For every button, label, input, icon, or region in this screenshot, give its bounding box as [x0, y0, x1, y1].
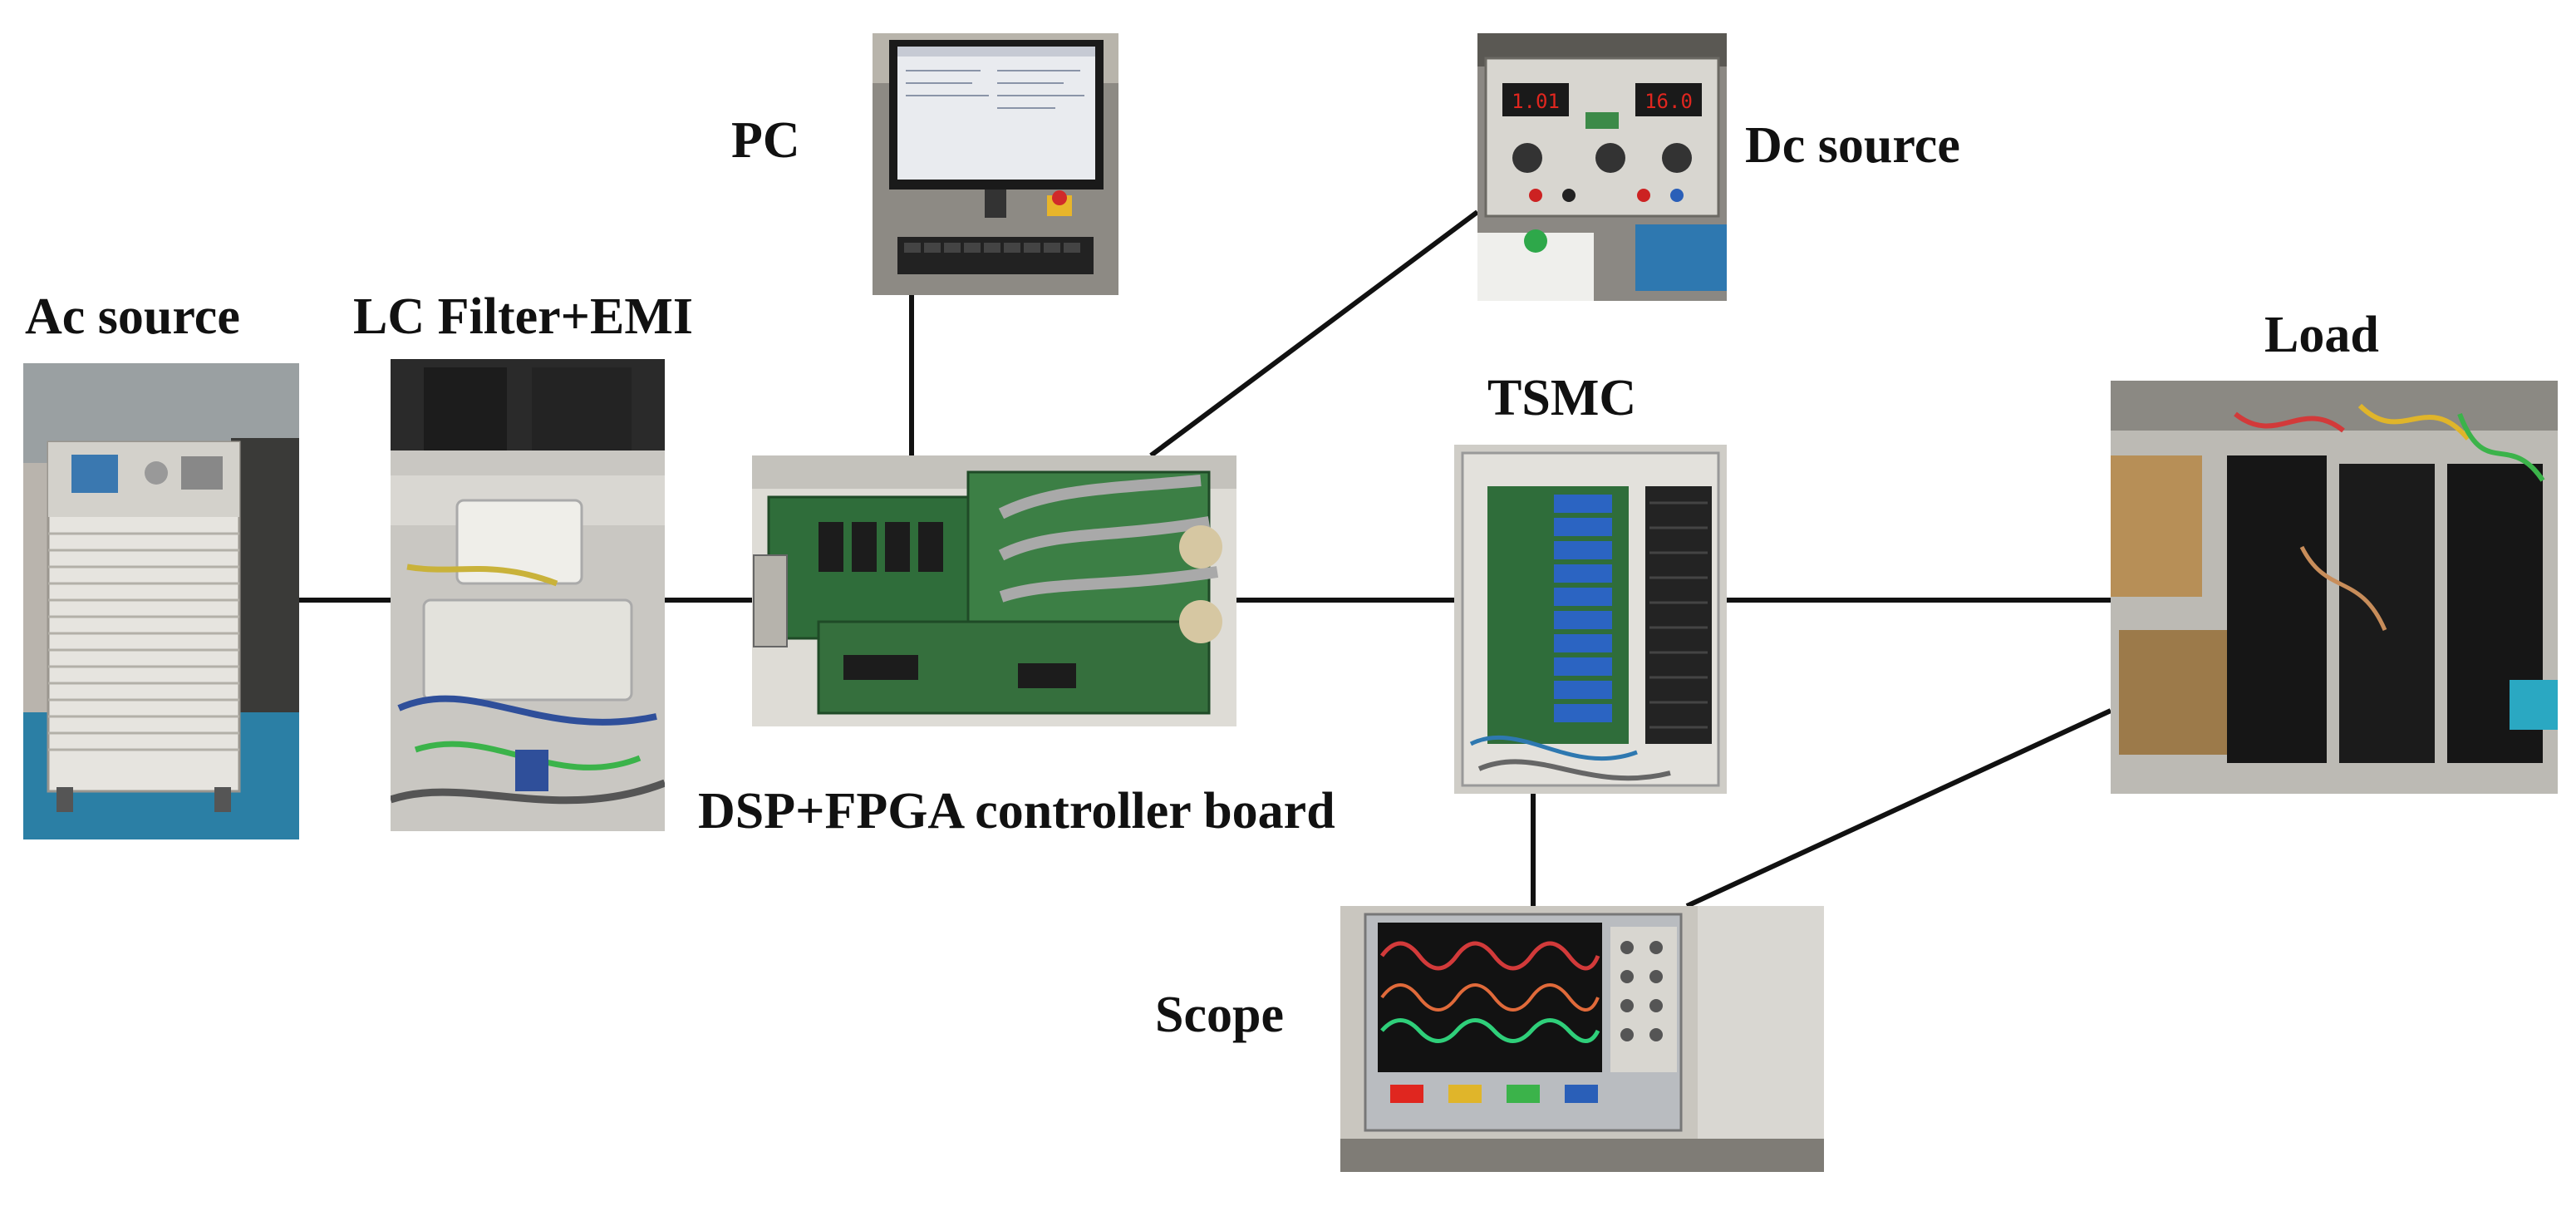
bench-dc-power-supply-icon: 1.01 16.0	[1477, 33, 1727, 301]
oscilloscope-icon	[1340, 906, 1824, 1172]
lc-filter-photo	[391, 359, 665, 831]
ac-power-supply-cabinet-icon	[23, 363, 299, 839]
converter-cabinet-icon	[1454, 445, 1727, 794]
scope-photo	[1340, 906, 1824, 1172]
controller-photo	[752, 455, 1236, 726]
load-photo	[2111, 381, 2558, 794]
label-pc: PC	[731, 112, 800, 169]
computer-monitor-icon	[873, 33, 1118, 295]
dc-source-photo: 1.01 16.0	[1477, 33, 1727, 301]
wire-controller-to-dc-source	[1149, 209, 1479, 458]
filter-enclosure-boxes-icon	[391, 359, 665, 831]
svg-text:1.01: 1.01	[1512, 90, 1560, 113]
label-tsmc: TSMC	[1487, 370, 1637, 426]
label-lc-filter: LC Filter+EMI	[353, 288, 693, 345]
pc-photo	[873, 33, 1118, 295]
tsmc-photo	[1454, 445, 1727, 794]
label-controller: DSP+FPGA controller board	[698, 783, 1335, 839]
green-circuit-board-icon	[752, 455, 1236, 726]
label-dc-source: Dc source	[1745, 117, 1960, 174]
label-load: Load	[2264, 307, 2379, 363]
resistive-load-bank-icon	[2111, 381, 2558, 794]
svg-text:16.0: 16.0	[1644, 90, 1693, 113]
label-ac-source: Ac source	[25, 288, 240, 345]
label-scope: Scope	[1155, 987, 1284, 1043]
ac-source-photo	[23, 363, 299, 839]
wire-load-to-scope	[1685, 708, 2112, 908]
